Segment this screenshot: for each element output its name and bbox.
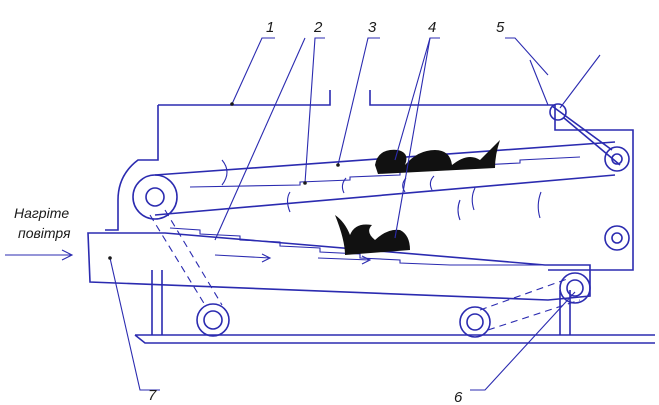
housing bbox=[105, 90, 634, 271]
inlet-arrow bbox=[5, 249, 74, 261]
caption-line-1: Нагріте bbox=[14, 205, 69, 221]
product-lower bbox=[335, 215, 410, 255]
middle-stepped-tier bbox=[189, 156, 581, 188]
upper-conveyor bbox=[132, 141, 630, 251]
label-7: 7 bbox=[148, 387, 157, 404]
label-1: 1 bbox=[266, 19, 274, 36]
label-2: 2 bbox=[313, 19, 323, 36]
air-inlet-duct bbox=[87, 232, 591, 301]
caption-line-2: повітря bbox=[18, 225, 71, 241]
support-rollers bbox=[196, 272, 591, 338]
label-4: 4 bbox=[428, 19, 436, 36]
label-6: 6 bbox=[454, 389, 463, 405]
product-upper bbox=[375, 140, 500, 174]
label-5: 5 bbox=[496, 19, 505, 36]
airflow-arrows bbox=[214, 159, 542, 265]
tensioner-mechanism bbox=[529, 54, 621, 166]
label-3: 3 bbox=[368, 19, 377, 36]
leader-lines bbox=[109, 37, 576, 391]
chain-drive-dashes bbox=[149, 209, 581, 331]
lower-stepped-tier bbox=[169, 227, 545, 266]
